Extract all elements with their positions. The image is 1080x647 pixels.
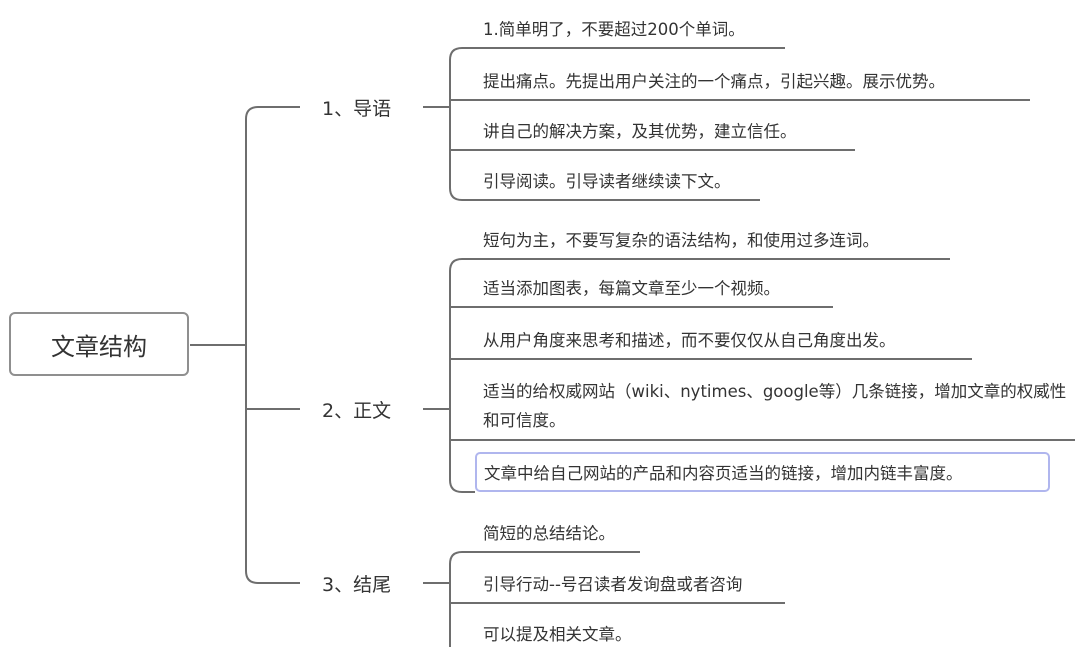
branch-body[interactable]: 2、正文 — [322, 396, 391, 423]
branch-intro-label: 1、导语 — [322, 98, 392, 120]
root-label: 文章结构 — [51, 332, 147, 361]
branch-ending[interactable]: 3、结尾 — [322, 570, 391, 597]
branch2-spine — [449, 258, 950, 493]
leaf-intro-2[interactable]: 提出痛点。先提出用户关注的一个痛点，引起兴趣。展示优势。 — [483, 68, 945, 92]
leaf-body-4[interactable]: 适当的给权威网站（wiki、nytimes、google等）几条链接，增加文章的… — [483, 377, 1073, 435]
leaf-text: 提出痛点。先提出用户关注的一个痛点，引起兴趣。展示优势。 — [483, 72, 945, 91]
leaf-text: 短句为主，不要写复杂的语法结构，和使用过多连词。 — [483, 231, 879, 250]
leaf-text: 适当的给权威网站（wiki、nytimes、google等）几条链接，增加文章的… — [483, 382, 1067, 430]
leaf-text: 引导行动--号召读者发询盘或者咨询 — [483, 575, 743, 594]
root-spine — [245, 106, 300, 584]
leaf-ending-2[interactable]: 引导行动--号召读者发询盘或者咨询 — [483, 571, 742, 595]
leaf-text: 文章中给自己网站的产品和内容页适当的链接，增加内链丰富度。 — [484, 464, 963, 483]
leaf-body-1[interactable]: 短句为主，不要写复杂的语法结构，和使用过多连词。 — [483, 227, 879, 251]
root-node[interactable]: 文章结构 — [9, 312, 189, 376]
leaf-ending-3[interactable]: 可以提及相关文章。 — [483, 621, 632, 645]
leaf-text: 适当添加图表，每篇文章至少一个视频。 — [483, 279, 780, 298]
branch1-spine — [449, 47, 785, 201]
leaf-text: 讲自己的解决方案，及其优势，建立信任。 — [483, 122, 797, 141]
leaf-body-5[interactable]: 文章中给自己网站的产品和内容页适当的链接，增加内链丰富度。 — [484, 460, 963, 484]
leaf-intro-1[interactable]: 1.简单明了，不要超过200个单词。 — [483, 16, 745, 40]
leaf-body-5-selected[interactable] — [475, 452, 1050, 492]
branch-intro[interactable]: 1、导语 — [322, 94, 391, 121]
branch-ending-label: 3、结尾 — [322, 574, 392, 596]
leaf-body-3[interactable]: 从用户角度来思考和描述，而不要仅仅从自己角度出发。 — [483, 327, 896, 351]
leaf-body-2[interactable]: 适当添加图表，每篇文章至少一个视频。 — [483, 275, 780, 299]
branch-body-label: 2、正文 — [322, 400, 392, 422]
leaf-intro-4[interactable]: 引导阅读。引导读者继续读下文。 — [483, 168, 731, 192]
leaf-text: 1.简单明了，不要超过200个单词。 — [483, 20, 745, 39]
leaf-intro-3[interactable]: 讲自己的解决方案，及其优势，建立信任。 — [483, 118, 797, 142]
leaf-text: 引导阅读。引导读者继续读下文。 — [483, 172, 731, 191]
leaf-ending-1[interactable]: 简短的总结结论。 — [483, 520, 615, 544]
leaf-text: 可以提及相关文章。 — [483, 625, 632, 644]
leaf-text: 简短的总结结论。 — [483, 524, 615, 543]
leaf-text: 从用户角度来思考和描述，而不要仅仅从自己角度出发。 — [483, 331, 896, 350]
branch3-spine — [449, 551, 640, 647]
